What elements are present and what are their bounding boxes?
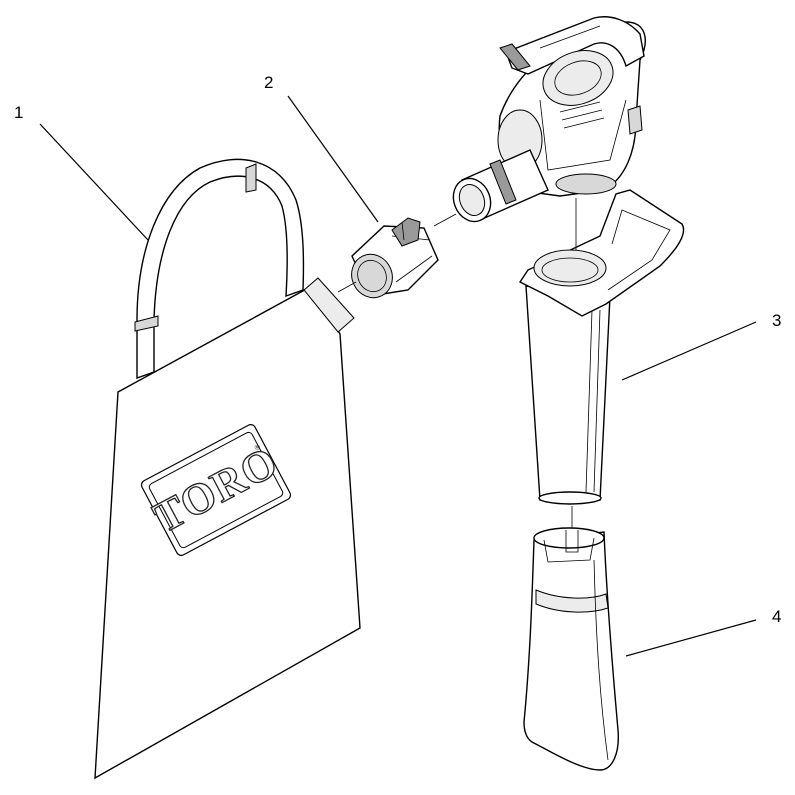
handle-grip-detail xyxy=(539,25,601,49)
housing-dome-inner xyxy=(554,60,602,96)
blower-housing xyxy=(452,16,646,223)
housing-bottom-port xyxy=(555,173,617,195)
bag-adapter xyxy=(351,217,439,299)
housing-vent-2 xyxy=(561,109,603,121)
adapter-opening xyxy=(351,253,393,299)
strap-buckle-top xyxy=(245,163,257,193)
upper-tube-stripe xyxy=(585,309,593,493)
housing-dome xyxy=(542,50,614,106)
leader-3 xyxy=(621,321,757,381)
outlet-opening-inner xyxy=(458,183,486,217)
toro-logo: TORO ® xyxy=(140,424,292,556)
lower-tube-stripe xyxy=(593,559,609,761)
handle-trigger xyxy=(499,43,531,71)
housing-vent-1 xyxy=(559,101,601,113)
upper-tube-handle-inner xyxy=(607,209,671,291)
lower-tube-notch xyxy=(565,530,579,553)
upper-tube-opening xyxy=(533,249,607,287)
adapter-latch-detail xyxy=(401,221,405,241)
lower-tube-band xyxy=(535,589,609,613)
callout-1: 1 xyxy=(14,103,23,122)
housing-vent-3 xyxy=(563,117,605,129)
assembly-lines xyxy=(337,198,577,528)
vacuum-tube-upper xyxy=(518,189,685,505)
leader-2 xyxy=(287,95,379,223)
leader-4 xyxy=(625,619,757,657)
upper-tube-opening-inner xyxy=(541,257,599,283)
callout-labels: 1 2 3 4 xyxy=(14,73,781,626)
leader-lines xyxy=(39,95,757,657)
lower-tube-body xyxy=(523,531,619,771)
adapter-opening-inner xyxy=(357,259,387,293)
callout-2: 2 xyxy=(264,73,273,92)
bag-strap xyxy=(136,158,305,379)
collection-bag: TORO ® xyxy=(94,158,361,780)
upper-tube-stripe-2 xyxy=(593,309,601,493)
adapter-latch xyxy=(391,217,421,247)
leader-1 xyxy=(39,123,149,241)
strap-buckle-bottom xyxy=(134,315,159,332)
callout-3: 3 xyxy=(772,311,781,330)
callout-4: 4 xyxy=(772,607,781,626)
registered-mark: ® xyxy=(253,442,262,452)
vacuum-tube-lower xyxy=(523,527,619,771)
housing-side-panel xyxy=(539,99,627,171)
upper-tube-bottom xyxy=(538,491,602,505)
axis-bag-adapter xyxy=(337,281,357,293)
axis-adapter-outlet xyxy=(433,213,457,227)
outlet-collar xyxy=(489,159,517,205)
bag-collar xyxy=(303,277,355,333)
housing-knob xyxy=(627,105,643,135)
lower-tube-inner-wall xyxy=(543,537,595,563)
housing-handle xyxy=(505,16,645,75)
adapter-ring-2 xyxy=(395,255,433,283)
lower-tube-opening xyxy=(533,527,605,549)
